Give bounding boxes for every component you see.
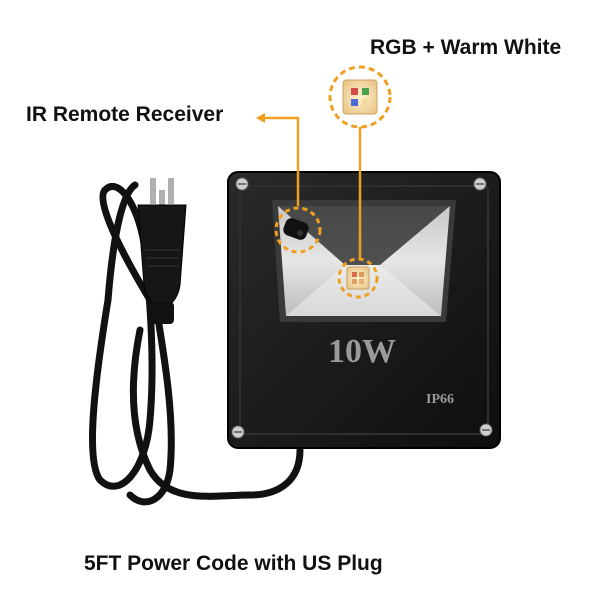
us-plug-icon: [137, 178, 187, 324]
screw-icon: [473, 177, 487, 191]
floodlight-housing: [227, 171, 501, 449]
rgb-callout: [328, 65, 392, 258]
screw-icon: [235, 177, 249, 191]
led-chip-icon: [337, 257, 379, 299]
screw-icon: [231, 425, 245, 439]
wattage-stamp: 10W: [328, 333, 396, 370]
ir-callout-arrow: [256, 113, 265, 123]
ir-receiver-label: IR Remote Receiver: [26, 103, 224, 126]
rgb-warm-white-label: RGB + Warm White: [370, 36, 562, 59]
ip-rating-stamp: IP66: [426, 392, 454, 407]
power-cord-label: 5FT Power Code with US Plug: [84, 552, 383, 575]
ir-callout-leader: [258, 116, 300, 206]
screw-icon: [479, 423, 493, 437]
ir-sensor-icon: [274, 206, 322, 254]
